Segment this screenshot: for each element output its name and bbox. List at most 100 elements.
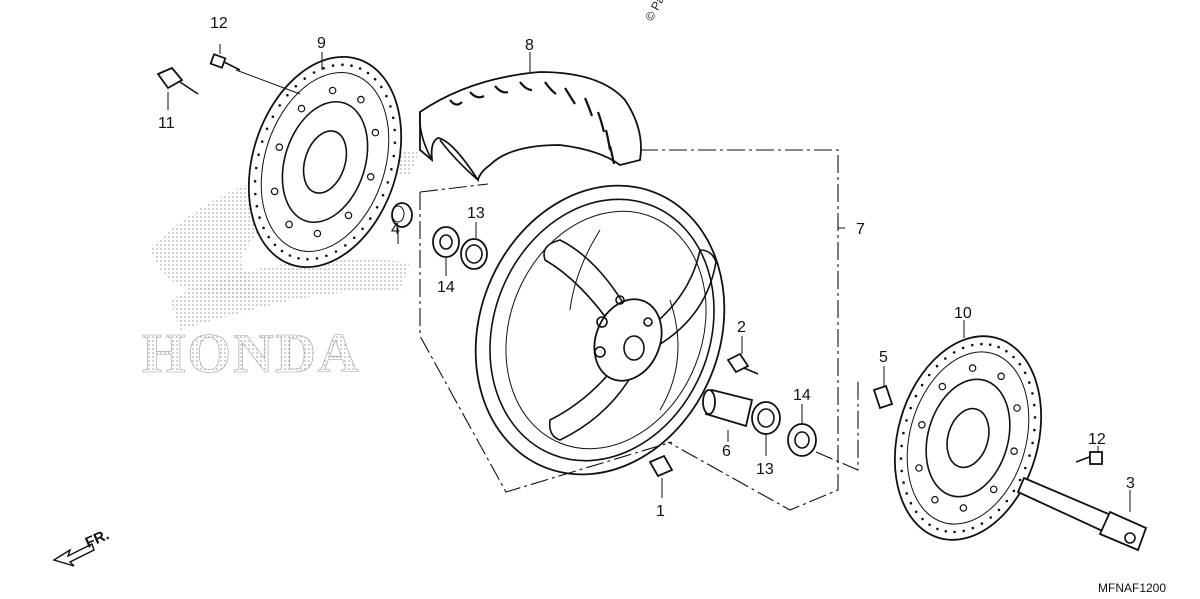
disc-drill-hole bbox=[905, 419, 908, 422]
disc-drill-hole bbox=[369, 217, 372, 220]
disc-rivet bbox=[270, 187, 279, 196]
disc-rivet bbox=[959, 504, 968, 512]
bolt-12-right bbox=[1075, 451, 1103, 465]
front-direction-arrow: FR. bbox=[52, 526, 112, 567]
disc-rivet bbox=[915, 464, 923, 472]
front-direction-label: FR. bbox=[83, 526, 112, 551]
disc-drill-hole bbox=[322, 66, 325, 70]
disc-drill-hole bbox=[375, 206, 379, 209]
disc-rivet bbox=[968, 364, 977, 372]
disc-drill-hole bbox=[900, 444, 903, 448]
disc-drill-hole bbox=[325, 254, 328, 258]
callout-12-top: 12 bbox=[210, 15, 228, 32]
callout-13-left: 13 bbox=[467, 205, 485, 222]
disc-drill-hole bbox=[962, 529, 965, 533]
tread-groove bbox=[494, 85, 509, 94]
collar-5 bbox=[872, 384, 894, 410]
disc-drill-hole bbox=[286, 93, 289, 97]
disc-drill-hole bbox=[253, 179, 257, 183]
disc-drill-hole bbox=[297, 257, 300, 260]
seal-13-left bbox=[460, 238, 488, 270]
disc-drill-hole bbox=[312, 71, 316, 74]
callout-12-right: 12 bbox=[1088, 431, 1106, 448]
spacer-6 bbox=[702, 388, 754, 428]
disc-drill-hole bbox=[334, 250, 338, 253]
disc-drill-hole bbox=[303, 77, 307, 80]
disc-drill-hole bbox=[254, 192, 257, 196]
disc-drill-hole bbox=[1012, 355, 1015, 359]
disc-drill-hole bbox=[928, 523, 931, 527]
disc-rivet bbox=[918, 420, 926, 429]
disc-drill-hole bbox=[271, 115, 275, 118]
disc-drill-hole bbox=[1033, 403, 1036, 407]
disc-drill-hole bbox=[331, 64, 335, 67]
disc-drill-hole bbox=[1005, 349, 1008, 353]
disc-drill-hole bbox=[914, 394, 918, 398]
callout-13-right: 13 bbox=[756, 461, 774, 478]
disc-drill-hole bbox=[390, 168, 393, 171]
disc-drill-hole bbox=[1028, 381, 1031, 384]
disc-drill-hole bbox=[344, 244, 347, 247]
honda-watermark-text: HONDA bbox=[142, 323, 360, 385]
disc-drill-hole bbox=[1031, 441, 1034, 445]
disc-drill-hole bbox=[267, 235, 271, 239]
disc-drill-hole bbox=[280, 249, 284, 253]
disc-drill-hole bbox=[288, 254, 292, 257]
disc-rivet bbox=[1010, 447, 1018, 456]
disc-drill-hole bbox=[997, 345, 1000, 349]
tread-groove bbox=[519, 81, 533, 92]
tread-groove bbox=[608, 145, 616, 165]
tire bbox=[418, 71, 642, 183]
disc-drill-hole bbox=[905, 492, 908, 495]
disc-drill-hole bbox=[961, 346, 965, 350]
disc-drill-hole bbox=[255, 204, 259, 208]
disc-drill-hole bbox=[393, 128, 397, 132]
disc-drill-hole bbox=[306, 258, 309, 261]
tread-groove bbox=[449, 99, 463, 106]
disc-drill-hole bbox=[980, 342, 983, 346]
tread-groove bbox=[564, 87, 576, 105]
assembly-dash-lines bbox=[419, 149, 863, 511]
callout-4: 4 bbox=[391, 221, 400, 238]
disc-drill-hole bbox=[352, 236, 356, 240]
disc-drill-hole bbox=[1018, 362, 1022, 366]
axle-3 bbox=[1016, 476, 1148, 552]
disc-drill-hole bbox=[273, 243, 277, 247]
disc-drill-hole bbox=[358, 67, 362, 70]
callout-6: 6 bbox=[722, 443, 731, 460]
disc-drill-hole bbox=[386, 181, 390, 184]
disc-rivet bbox=[1013, 404, 1021, 412]
callout-9: 9 bbox=[317, 35, 326, 52]
disc-drill-hole bbox=[900, 469, 903, 473]
disc-rivet bbox=[275, 143, 284, 152]
disc-drill-hole bbox=[341, 63, 344, 66]
disc-drill-hole bbox=[260, 140, 264, 143]
disc-drill-hole bbox=[989, 516, 992, 519]
disc-drill-hole bbox=[997, 508, 1001, 512]
callout-10: 10 bbox=[954, 305, 972, 322]
disc-drill-hole bbox=[393, 141, 397, 145]
disc-drill-hole bbox=[389, 105, 392, 108]
honda-wing-watermark: HONDA bbox=[142, 150, 420, 385]
disc-drill-hole bbox=[1018, 478, 1022, 482]
disc-drill-hole bbox=[914, 510, 918, 514]
seal-13-right bbox=[751, 401, 781, 435]
callout-11: 11 bbox=[158, 115, 175, 132]
disc-drill-hole bbox=[262, 226, 265, 230]
disc-drill-hole bbox=[944, 530, 948, 533]
disc-rivet bbox=[989, 485, 998, 494]
disc-drill-hole bbox=[1012, 489, 1016, 493]
disc-drill-hole bbox=[278, 104, 282, 107]
disc-rivet bbox=[285, 220, 293, 229]
bearing-14-right bbox=[787, 423, 817, 457]
copyright-text: © Pa bbox=[642, 0, 667, 23]
brake-disc-left bbox=[247, 56, 403, 268]
disc-drill-hole bbox=[265, 127, 269, 131]
disc-drill-hole bbox=[1031, 392, 1034, 395]
callout-5: 5 bbox=[879, 349, 888, 366]
tread-groove bbox=[469, 91, 485, 99]
disc-drill-hole bbox=[936, 527, 939, 531]
disc-rivet bbox=[371, 128, 380, 137]
disc-drill-hole bbox=[1033, 416, 1037, 419]
